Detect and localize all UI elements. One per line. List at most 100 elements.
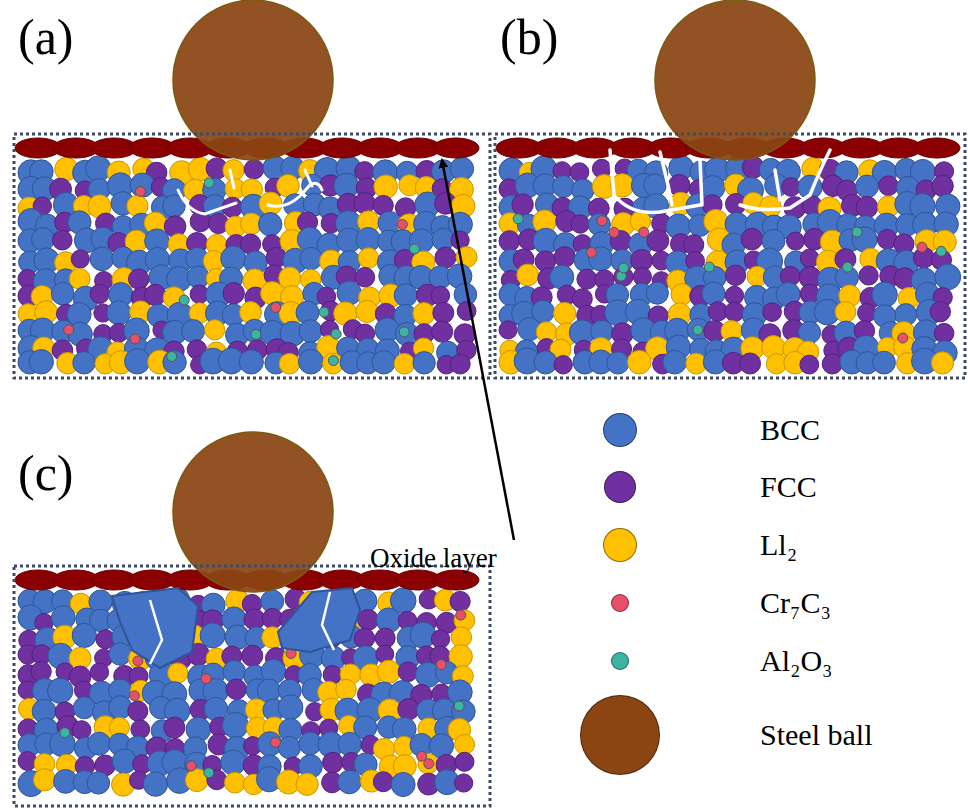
grain — [358, 610, 379, 631]
grain — [163, 351, 186, 374]
grain — [822, 354, 842, 374]
grain — [278, 695, 303, 720]
grain — [90, 663, 108, 681]
grain — [374, 175, 398, 199]
grain — [597, 216, 607, 226]
grain — [331, 329, 341, 339]
grain — [300, 247, 322, 269]
grain — [936, 246, 946, 256]
grain — [639, 227, 649, 237]
grain — [133, 656, 143, 666]
grain — [164, 717, 185, 738]
grain — [60, 728, 70, 738]
grain — [394, 353, 415, 374]
grain — [278, 737, 300, 759]
grain — [71, 250, 89, 268]
grain — [628, 350, 652, 374]
grain — [398, 662, 418, 682]
grain — [413, 352, 435, 374]
panel-label: (c) — [18, 448, 74, 498]
grain — [225, 772, 246, 793]
grain — [257, 679, 280, 702]
grain — [399, 327, 409, 337]
legend-label: Cr₇C₃ — [760, 588, 831, 618]
grain — [455, 735, 475, 755]
grain — [410, 244, 420, 254]
legend-swatch — [611, 652, 629, 670]
grain — [577, 269, 597, 289]
grain — [271, 303, 281, 313]
grain — [398, 699, 419, 720]
grain — [223, 160, 244, 181]
legend-swatch — [580, 695, 660, 775]
grain — [553, 176, 575, 198]
grain — [358, 248, 378, 268]
grain — [570, 163, 589, 182]
leader-arrow — [442, 160, 514, 540]
grain — [125, 349, 150, 374]
grain — [454, 701, 464, 711]
grain — [34, 769, 56, 791]
grain — [932, 175, 953, 196]
oxide-flake — [433, 138, 479, 158]
grain — [32, 228, 55, 251]
grain — [450, 591, 470, 611]
grain — [391, 773, 415, 797]
grain — [168, 663, 188, 683]
grain — [143, 772, 167, 796]
grain — [259, 192, 282, 215]
grain — [693, 325, 703, 335]
legend-label: BCC — [760, 415, 820, 445]
oxide-flake — [914, 138, 960, 158]
legend-label: Steel ball — [760, 720, 872, 750]
grain — [167, 352, 177, 362]
grain — [450, 354, 470, 374]
grain — [204, 768, 214, 778]
legend-label: Ll₂ — [760, 530, 797, 560]
grain — [242, 645, 263, 666]
grain — [109, 643, 131, 665]
grain — [800, 249, 819, 268]
legend-swatch — [603, 413, 637, 447]
grain — [898, 333, 908, 343]
grain — [842, 262, 852, 272]
grain — [432, 321, 453, 342]
grain — [409, 229, 433, 253]
grain — [609, 227, 619, 237]
grain — [204, 178, 214, 188]
grain — [663, 350, 687, 374]
grain — [554, 302, 576, 324]
grain — [72, 721, 91, 740]
grain — [64, 325, 74, 335]
grain — [90, 284, 109, 303]
grain — [200, 623, 225, 648]
grain — [431, 286, 450, 305]
grain — [534, 351, 557, 374]
grain — [435, 247, 456, 268]
panel-label: (a) — [18, 12, 74, 62]
panel-label: (b) — [500, 12, 558, 62]
grain — [129, 691, 139, 701]
oxide-flake — [433, 570, 479, 590]
grain — [299, 320, 322, 343]
grain — [554, 356, 572, 374]
grain — [571, 215, 589, 233]
grain — [145, 284, 166, 305]
grain — [456, 610, 466, 620]
oxide-layer — [15, 138, 960, 590]
grain — [787, 232, 805, 250]
grain — [90, 247, 114, 271]
grain — [436, 660, 446, 670]
grain — [124, 318, 150, 344]
grain — [856, 175, 879, 198]
grain — [223, 283, 244, 304]
legend-label: Al₂O₃ — [760, 646, 833, 676]
grain — [298, 349, 323, 374]
grain — [72, 623, 96, 647]
grain — [251, 329, 261, 339]
grain — [394, 284, 417, 307]
grain — [356, 300, 378, 322]
grain — [800, 355, 819, 374]
grain — [129, 269, 149, 289]
